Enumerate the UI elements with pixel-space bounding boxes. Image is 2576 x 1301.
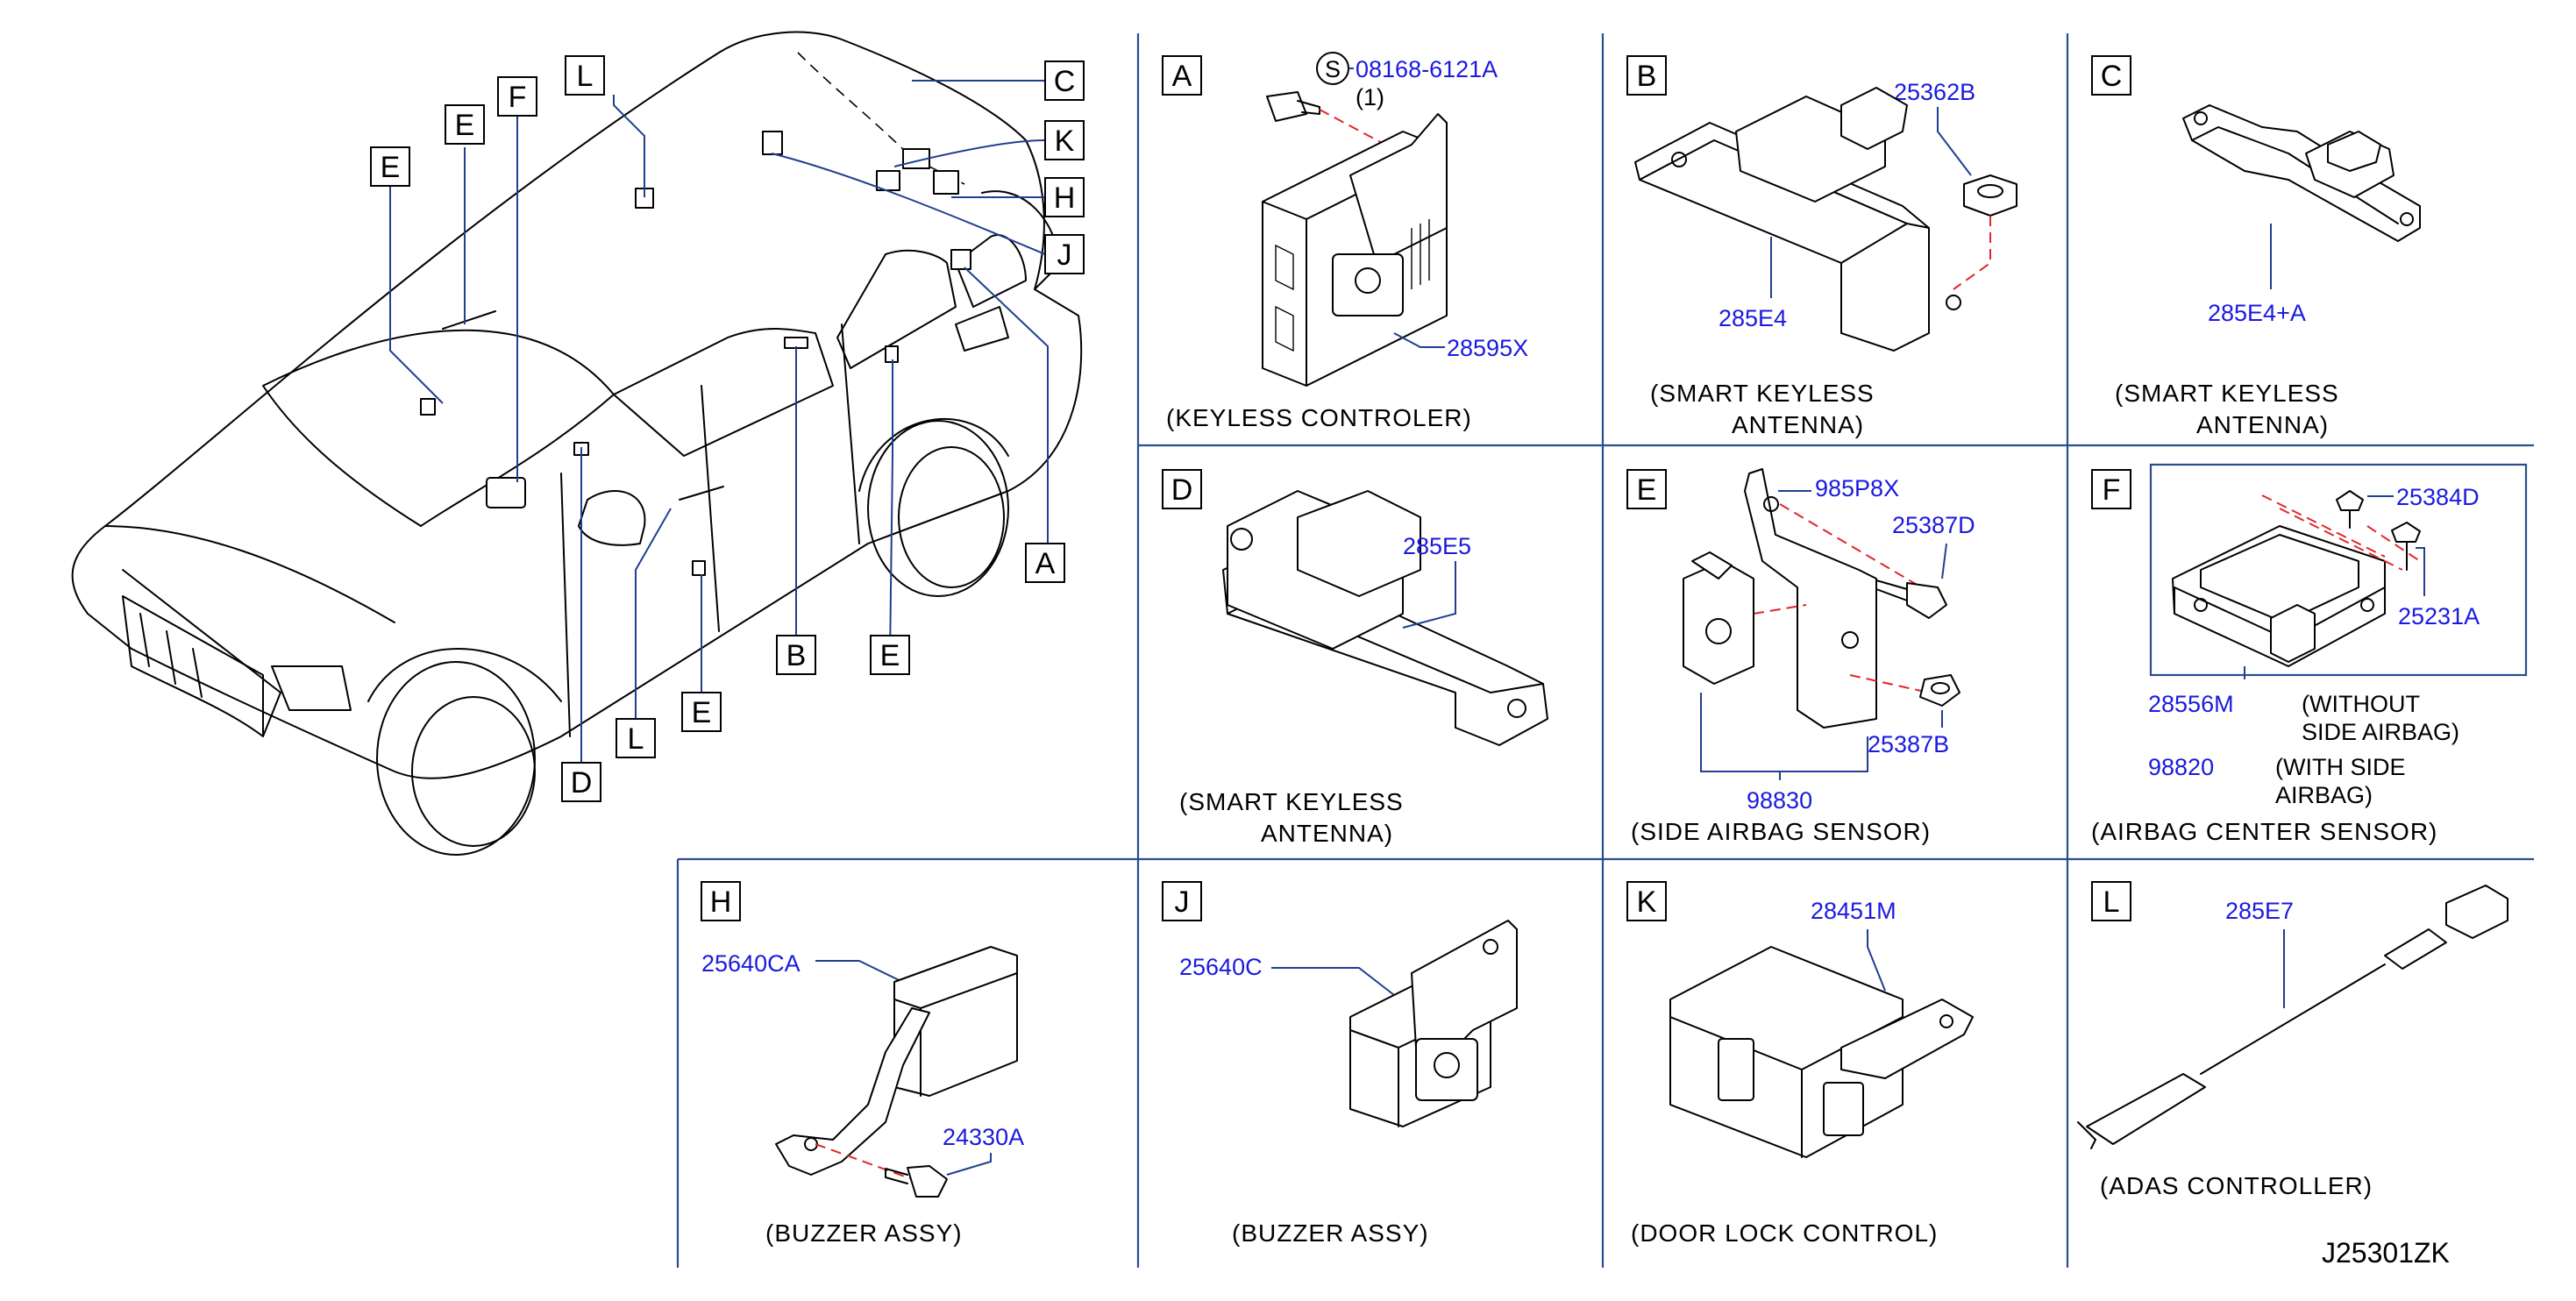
panel-f: F 25384D 25231A 28556M (WITHOUT SIDE AIR…: [2091, 463, 2528, 845]
svg-text:SIDE AIRBAG): SIDE AIRBAG): [2302, 719, 2459, 745]
svg-text:(1): (1): [1356, 84, 1384, 110]
caption-buzzer-assy-j: (BUZZER ASSY): [1232, 1219, 1429, 1247]
callout-j: J: [1057, 238, 1072, 272]
part-28556m: 28556M: [2148, 691, 2234, 717]
part-25640c: 25640C: [1179, 954, 1263, 980]
callout-b: B: [786, 639, 807, 672]
svg-text:(WITHOUT: (WITHOUT: [2302, 691, 2420, 717]
part-25387d: 25387D: [1892, 512, 1975, 538]
part-285e5: 285E5: [1403, 533, 1471, 559]
part-285e7: 285E7: [2225, 898, 2294, 924]
panel-k: K 28451M (DOOR LOCK CONTROL): [1626, 881, 1974, 1247]
svg-text:ANTENNA): ANTENNA): [1732, 411, 1864, 438]
svg-text:J: J: [1175, 885, 1190, 919]
caption-keyless-controler: (KEYLESS CONTROLER): [1166, 404, 1472, 431]
callout-k: K: [1055, 124, 1075, 158]
panel-grid: [676, 33, 2534, 1268]
caption-airbag-center-sensor: (AIRBAG CENTER SENSOR): [2091, 818, 2437, 845]
part-25640ca: 25640CA: [701, 950, 801, 977]
callout-e-door: E: [692, 696, 712, 729]
overview-callouts: C K H J A B E E L D E E F L: [370, 55, 1085, 802]
callout-h: H: [1054, 181, 1076, 215]
svg-text:S: S: [1325, 56, 1341, 82]
callout-f: F: [509, 81, 527, 114]
panel-l: L 285E7 (ADAS CONTROLLER): [2077, 881, 2508, 1199]
part-24330a: 24330A: [943, 1124, 1024, 1150]
panel-b: B 25362B 285E4 (SMART KEYLESS ANTENNA): [1626, 55, 2017, 438]
svg-text:H: H: [710, 885, 732, 919]
caption-door-lock-control: (DOOR LOCK CONTROL): [1631, 1219, 1938, 1247]
svg-text:ANTENNA): ANTENNA): [1261, 820, 1393, 847]
part-28595x: 28595X: [1447, 335, 1528, 361]
panel-e: E 985P8X 25387D 25387B 98830 (SIDE AIRBA…: [1626, 468, 1975, 845]
svg-text:B: B: [1637, 60, 1657, 93]
panel-j: J 25640C (BUZZER ASSY): [1162, 881, 1518, 1247]
callout-e-top: L: [577, 60, 594, 93]
panel-h: H 25640CA 24330A (BUZZER ASSY): [701, 881, 1024, 1247]
svg-text:AIRBAG): AIRBAG): [2275, 782, 2373, 808]
svg-text:ANTENNA): ANTENNA): [2196, 411, 2329, 438]
part-98830: 98830: [1747, 787, 1812, 814]
part-25231a: 25231A: [2398, 603, 2480, 629]
svg-text:L: L: [2103, 885, 2120, 919]
svg-text:A: A: [1172, 60, 1192, 93]
panel-a: A S 08168-6121A (1) 28595X (KEYLESS CONT…: [1162, 52, 1528, 431]
svg-text:E: E: [1637, 473, 1657, 507]
callout-l-upper: E: [455, 109, 475, 142]
callout-d: D: [571, 766, 593, 800]
svg-text:(SMART KEYLESS: (SMART KEYLESS: [1650, 380, 1875, 407]
panel-d: D 285E5 (SMART KEYLESS ANTENNA): [1162, 469, 1548, 847]
panel-c: C 285E4+A (SMART KEYLESS ANTENNA): [2091, 55, 2421, 438]
svg-text:(SMART KEYLESS: (SMART KEYLESS: [2115, 380, 2339, 407]
overview-leaders: [389, 80, 1049, 763]
part-25387b: 25387B: [1868, 731, 1949, 757]
svg-text:(WITH SIDE: (WITH SIDE: [2275, 754, 2406, 780]
callout-e-rear: E: [880, 639, 900, 672]
callout-c: C: [1054, 65, 1076, 98]
caption-buzzer-assy-h: (BUZZER ASSY): [765, 1219, 963, 1247]
svg-text:K: K: [1637, 885, 1657, 919]
diagram-code: J25301ZK: [2322, 1237, 2450, 1269]
svg-text:F: F: [2103, 473, 2121, 507]
callout-e-left: E: [381, 151, 401, 184]
caption-side-airbag-sensor: (SIDE AIRBAG SENSOR): [1631, 818, 1931, 845]
svg-text:C: C: [2101, 60, 2123, 93]
svg-text:(SMART KEYLESS: (SMART KEYLESS: [1179, 788, 1404, 815]
part-285e4-a: 285E4+A: [2208, 300, 2306, 326]
caption-adas-controller: (ADAS CONTROLLER): [2100, 1172, 2373, 1199]
part-985p8x: 985P8X: [1815, 475, 1899, 501]
svg-text:D: D: [1171, 473, 1193, 507]
vehicle-overview: [71, 31, 1083, 856]
callout-a: A: [1035, 547, 1056, 580]
part-285e4: 285E4: [1719, 305, 1787, 331]
part-98820: 98820: [2148, 754, 2214, 780]
callout-l-lower: L: [628, 722, 644, 756]
part-25384d: 25384D: [2396, 484, 2480, 510]
part-28451m: 28451M: [1811, 898, 1896, 924]
part-08168-6121a: 08168-6121A: [1356, 56, 1498, 82]
part-25362b: 25362B: [1894, 79, 1975, 105]
